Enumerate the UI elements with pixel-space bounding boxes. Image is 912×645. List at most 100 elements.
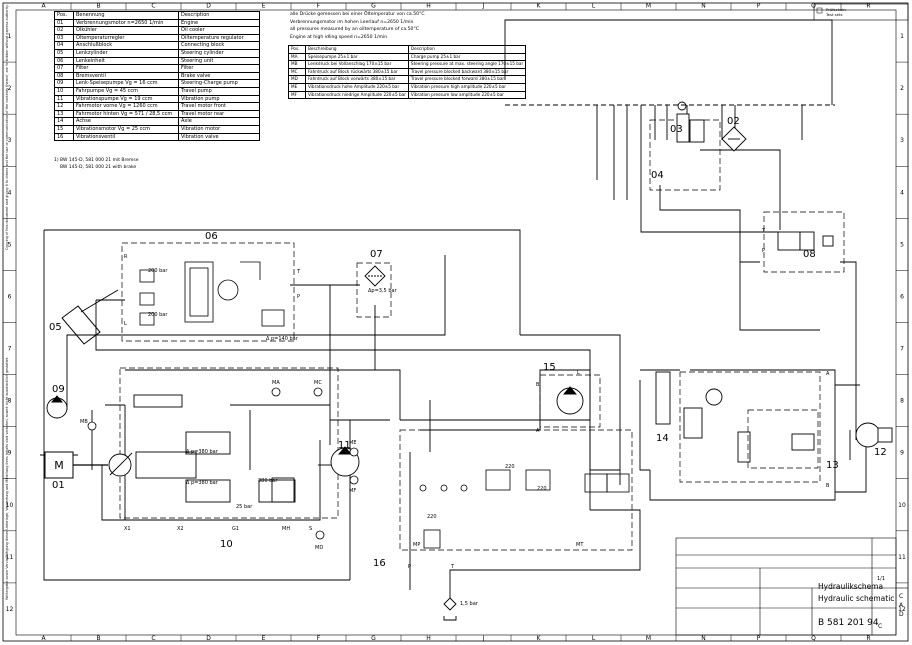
travel-pump-boundary bbox=[119, 367, 339, 519]
grid-col-label: D bbox=[206, 3, 211, 10]
parts-table-cell: Travel pump bbox=[178, 86, 260, 96]
grid-col-label: R bbox=[866, 3, 870, 10]
parts-table-cell: 13 bbox=[54, 109, 74, 119]
parts-table-cell: Verbrennungsmotor n=2650 1/min bbox=[73, 18, 179, 28]
port-t-vib: T bbox=[450, 564, 455, 570]
grid-col-label: P bbox=[757, 635, 761, 642]
setting-vib-relief-3: 220 bbox=[427, 514, 437, 520]
grid-col-label: B bbox=[96, 3, 100, 10]
port-g1: G1 bbox=[232, 526, 239, 532]
port-mc: MC bbox=[314, 380, 322, 386]
copyright-note-de: Weitergabe sowie Vervielfältigung dieser… bbox=[5, 356, 9, 600]
parts-table-cell: Anschlußblock bbox=[73, 41, 179, 50]
grid-row-label: 1 bbox=[8, 33, 12, 40]
grid-row-label: 2 bbox=[8, 85, 12, 92]
title-block bbox=[675, 3, 909, 636]
pressure-table-cell: Steering pressure at max. steering angle… bbox=[407, 60, 527, 69]
grid-row-label: 6 bbox=[8, 293, 12, 300]
label-11: 11 bbox=[338, 440, 351, 451]
gauge-ma bbox=[271, 387, 281, 397]
parts-table-cell: Engine bbox=[178, 18, 260, 28]
setting-travel-dp-2: Δ p=380 bar bbox=[186, 480, 219, 486]
pressure-table-cell: Charge pump 25±1 bar bbox=[407, 52, 527, 62]
grid-col-label: D bbox=[206, 635, 211, 642]
vibration-motor bbox=[556, 386, 584, 415]
port-a-rear: A bbox=[826, 371, 830, 377]
label-06: 06 bbox=[205, 231, 218, 242]
grid-col-label: C bbox=[151, 3, 155, 10]
pressure-table-cell: Vibrationsdruck hohe Amplitude 220±5 bar bbox=[305, 82, 409, 92]
pressure-table-cell: Travel pressure blocked backward 380±15 … bbox=[407, 67, 527, 77]
parts-table-cell: 10 bbox=[54, 86, 74, 96]
parts-table-cell: Travel motor rear bbox=[178, 109, 260, 119]
label-12: 12 bbox=[874, 447, 887, 458]
setting-vib-relief-2: 220 bbox=[537, 486, 547, 492]
grid-col-label: F bbox=[317, 635, 321, 642]
pressure-note-4: Engine at high idling speed n=2650 1/min bbox=[290, 34, 388, 40]
parts-table-cell: 12 bbox=[54, 102, 74, 111]
parts-table-cell: Vibrationsventil bbox=[73, 132, 179, 142]
port-a-vib: A bbox=[536, 428, 540, 434]
grid-col-label: M bbox=[646, 3, 651, 10]
label-08: 08 bbox=[803, 249, 816, 260]
pressure-table-cell: Vibration pressure low amplitude 220±5 b… bbox=[407, 90, 527, 100]
port-ma: MA bbox=[272, 380, 280, 386]
title-en: Hydraulic schematic bbox=[818, 594, 894, 603]
grid-col-label: K bbox=[537, 3, 542, 10]
parts-table-cell: Travel motor front bbox=[178, 102, 260, 111]
vert-rev-3: D bbox=[899, 611, 904, 618]
grid-row-label: 12 bbox=[898, 606, 906, 613]
temperature-regulator bbox=[676, 101, 705, 143]
parts-table-cell: 06 bbox=[54, 56, 74, 66]
grid-col-label: E bbox=[262, 635, 266, 642]
copyright-note-en: Copying of this document and giving it t… bbox=[5, 4, 9, 250]
pressure-table-cell: MB bbox=[288, 60, 306, 69]
connecting-block-boundary bbox=[649, 119, 721, 191]
grid-col-label: N bbox=[701, 635, 706, 642]
port-labels: MA MB MC MD ME MF MP MT P T T P R L L B … bbox=[80, 228, 830, 570]
pressure-table-cell: MF bbox=[288, 90, 306, 100]
label-10: 10 bbox=[220, 539, 233, 550]
grid-row-label: 8 bbox=[900, 398, 904, 405]
grid-row-label: 9 bbox=[900, 450, 904, 457]
setting-filter-dp: Δp=3,5 bar bbox=[368, 288, 398, 294]
parts-table-cell: Vibration valve bbox=[178, 132, 260, 142]
brake-footnote-en: BW 145-D, 581 000 21 with brake bbox=[60, 164, 137, 170]
travel-pump bbox=[108, 394, 296, 503]
grid-row-label: 4 bbox=[8, 189, 12, 196]
gauge-mf bbox=[349, 475, 359, 485]
label-03: 03 bbox=[670, 124, 683, 135]
port-s: S bbox=[309, 526, 312, 532]
setting-charge-relief: 25 bar bbox=[236, 504, 253, 510]
pressure-table-cell: MC bbox=[288, 67, 306, 77]
drawing-number: B 581 201 94 bbox=[818, 618, 879, 628]
corner-legend-de: Prüfschein bbox=[826, 7, 846, 12]
port-r: R bbox=[124, 254, 128, 260]
setting-vib-relief-1: 220 bbox=[505, 464, 515, 470]
port-mp: MP bbox=[413, 542, 420, 548]
label-14: 14 bbox=[656, 433, 669, 444]
parts-table-cell: 09 bbox=[54, 79, 74, 88]
grid-row-label: 5 bbox=[8, 241, 12, 248]
grid-row-label: 8 bbox=[8, 398, 12, 405]
steering-cylinder bbox=[61, 289, 119, 345]
pressure-header-pos: Pos. bbox=[288, 45, 306, 54]
setting-travel-dp-1: Δ p=380 bar bbox=[186, 449, 219, 455]
port-x1: X1 bbox=[124, 526, 131, 532]
grid-row-label: 7 bbox=[8, 346, 12, 353]
grid-row-label: 5 bbox=[900, 241, 904, 248]
grid-col-label: B bbox=[96, 635, 100, 642]
label-05: 05 bbox=[49, 322, 62, 333]
port-md: MD bbox=[315, 545, 323, 551]
grid-col-label: K bbox=[537, 635, 542, 642]
grid-row-label: 11 bbox=[6, 554, 14, 561]
port-b-rear: B bbox=[826, 483, 830, 489]
corner-legend-box bbox=[816, 7, 823, 14]
port-b-vib: B bbox=[536, 382, 540, 388]
port-t: T bbox=[761, 228, 766, 234]
